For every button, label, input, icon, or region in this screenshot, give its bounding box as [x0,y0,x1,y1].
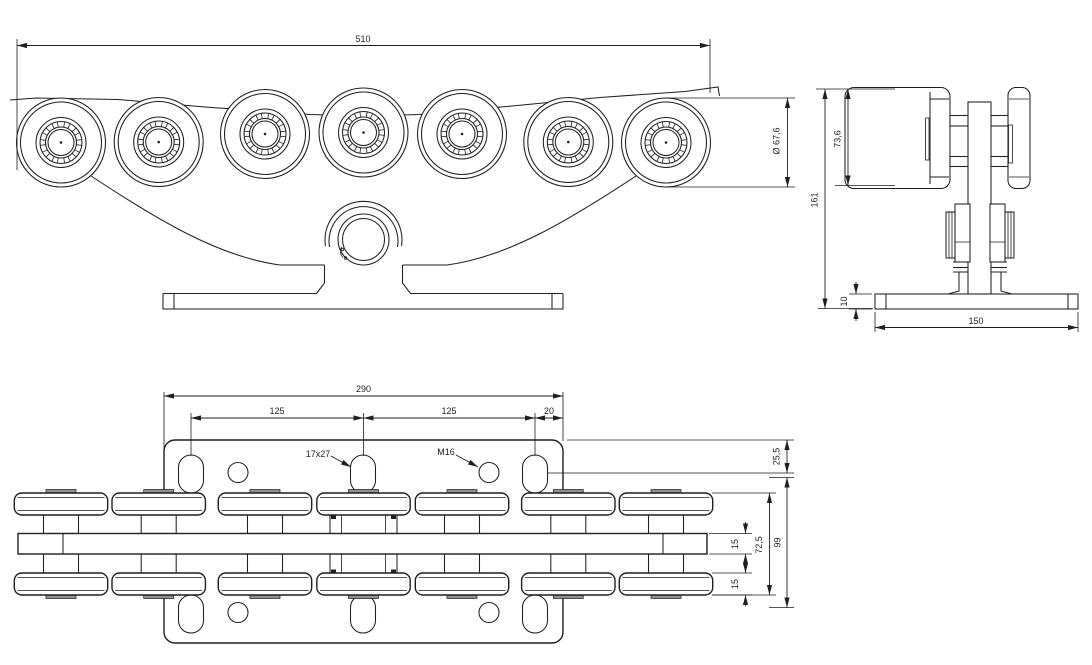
wheel [520,572,616,600]
dim-top-edge-offset: 25,5 [548,439,794,474]
wheel [13,488,109,516]
axle-bar [949,114,969,127]
pivot-boss [316,200,411,294]
axle-bar [949,155,969,168]
dim-10-label: 10 [839,296,849,306]
envelope-hub-strip [925,117,930,161]
roller [219,88,311,180]
side-wheel-strip [1008,124,1013,164]
wheel-hubs [42,514,685,574]
dim-plate-width: 290 [163,384,564,452]
dim-roller-width: 15 [712,561,752,607]
side-wheel [1007,86,1031,190]
wheel [414,572,510,600]
dim-99-label: 99 [773,537,783,547]
dim-125-right-label: 125 [441,406,456,416]
wheel [217,488,313,516]
carriage-bottom-left [81,169,325,266]
dim-15-plate-label: 15 [730,539,740,549]
axle-bar [990,155,1009,168]
dim-rollers-span: 72,5 [712,492,776,596]
wheel [618,572,714,600]
wheel [316,572,411,600]
threaded-holes [227,461,500,624]
callout-17x27-label: 17x27 [306,449,331,459]
pivot-bearing [945,203,1015,295]
dim-diameter-label: Ø 67,6 [772,127,782,154]
pivot-hub-bottom [329,553,398,574]
axle-bar [990,114,1009,127]
dim-roller-zone: 73,6 [816,88,895,186]
wheel [414,488,510,516]
roller [620,97,712,188]
carriage-plate-edge [17,532,708,555]
base-corner-ticks [885,294,1069,309]
circlip-detail [340,246,348,260]
wheel [111,488,207,516]
pivot-hub-details [331,515,396,573]
dim-161-label: 161 [810,192,820,207]
roller [523,96,614,188]
carriage-column [967,101,992,295]
callout-thread-size: M16 [437,447,479,468]
plate-end-caps [62,533,664,554]
carriage-bottom-right [402,169,646,266]
callout-slot-size: 17x27 [306,449,352,468]
callout-m16-label: M16 [437,447,455,457]
dim-255-label: 25,5 [772,448,782,466]
dim-overall-height: 99 [769,477,794,608]
wheel [13,572,109,600]
dim-15-roller-label: 15 [730,579,740,589]
dim-125-left-label: 125 [269,406,284,416]
dim-plate-edge-thickness: 15 [709,522,752,566]
plan-view: 290 125 125 20 17x27 M16 25,5 [13,384,794,644]
dim-736-label: 73,6 [833,130,843,148]
front-view: 510 Ø 67,6 [9,34,795,310]
roller [15,97,107,188]
dim-roller-diameter: Ø 67,6 [665,97,795,188]
dim-290-label: 290 [356,384,371,394]
wheel [316,488,411,516]
wheel [618,488,714,516]
wheel [111,572,207,600]
dim-510-label: 510 [355,34,370,44]
pivot-bore-outer [337,213,390,266]
side-wheel-chamfers [1009,98,1029,178]
dim-total-height: 161 [810,89,873,309]
pivot-hub-top [329,514,398,535]
side-view: 73,6 161 10 150 [810,86,1079,332]
roller [416,88,508,180]
dim-20-label: 20 [544,406,554,416]
roller [318,87,409,178]
dim-150-label: 150 [968,316,983,326]
dim-slot-spacing: 125 125 20 [190,406,563,456]
wheel [520,488,616,516]
front-base-plate [162,292,564,310]
envelope-detail [929,92,949,184]
wheel [217,572,313,600]
side-base-plate [874,293,1079,310]
pivot-bore [341,217,386,262]
roller [113,96,204,188]
dim-base-width: 150 [874,312,1079,332]
dim-725-label: 72,5 [754,536,764,554]
roller-envelope [844,86,951,190]
dim-overall-width: 510 [16,34,711,170]
dim-plate-thickness: 10 [839,282,872,321]
